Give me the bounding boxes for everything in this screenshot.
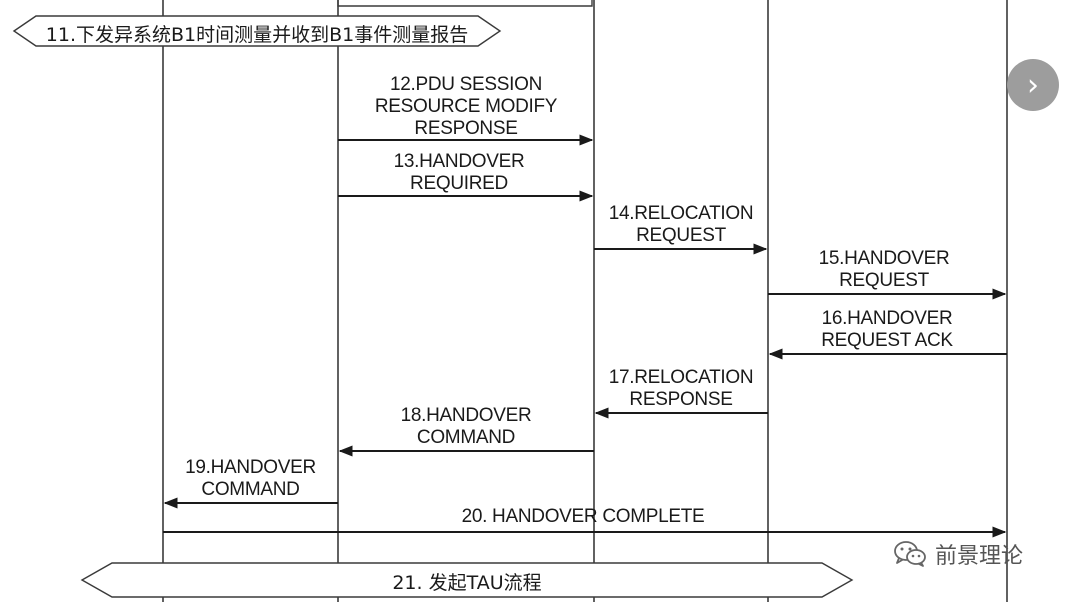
message-label-line: RESOURCE MODIFY: [374, 96, 558, 117]
message-15-label: 15.HANDOVER REQUEST: [768, 248, 1000, 292]
message-label-line: REQUEST: [839, 270, 929, 291]
message-14-label: 14.RELOCATION REQUEST: [594, 203, 768, 247]
message-label-line: RESPONSE: [414, 118, 518, 139]
wechat-icon: [894, 541, 926, 567]
message-13-label: 13.HANDOVER REQUIRED: [338, 151, 580, 195]
message-12-label: 12.PDU SESSION RESOURCE MODIFY RESPONSE: [338, 74, 594, 140]
message-20-label: 20. HANDOVER COMPLETE: [163, 506, 1003, 528]
next-button[interactable]: ›: [1007, 59, 1059, 111]
message-label-line: REQUEST: [636, 225, 726, 246]
message-label-line: REQUIRED: [410, 173, 508, 194]
message-label-line: 17.RELOCATION: [608, 367, 754, 388]
message-label-line: 14.RELOCATION: [608, 203, 754, 224]
message-17-label: 17.RELOCATION RESPONSE: [594, 367, 768, 411]
message-16-label: 16.HANDOVER REQUEST ACK: [768, 308, 1006, 352]
box-remnant: [337, 0, 593, 7]
message-label-line: RESPONSE: [629, 389, 733, 410]
chevron-right-icon: ›: [1027, 67, 1039, 103]
band-top-label: 11.下发异系统B1时间测量并收到B1事件测量报告: [45, 24, 469, 46]
message-label-line: 12.PDU SESSION: [389, 74, 543, 95]
message-label-line: 18.HANDOVER: [400, 405, 532, 426]
band-bottom-label: 21. 发起TAU流程: [392, 572, 542, 594]
message-label-line: 16.HANDOVER: [821, 308, 953, 329]
message-label-line: COMMAND: [201, 479, 300, 500]
watermark: 前景理论: [893, 536, 1023, 572]
message-label-line: 20. HANDOVER COMPLETE: [461, 506, 705, 527]
band-bottom-shape: [80, 562, 854, 598]
message-label-line: 19.HANDOVER: [185, 457, 316, 478]
message-19-label: 19.HANDOVER COMMAND: [163, 457, 338, 501]
message-label-line: 15.HANDOVER: [818, 248, 950, 269]
message-label-line: REQUEST ACK: [821, 330, 953, 351]
watermark-text: 前景理论: [935, 544, 1024, 569]
message-18-label: 18.HANDOVER COMMAND: [338, 405, 594, 449]
band-top-shape: [12, 15, 502, 47]
message-label-line: 13.HANDOVER: [393, 151, 525, 172]
message-label-line: COMMAND: [416, 427, 516, 448]
